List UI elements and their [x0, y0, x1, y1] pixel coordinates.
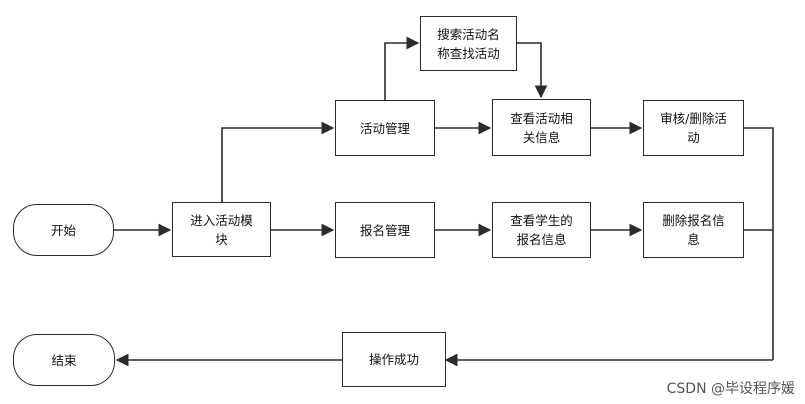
activity-management-node: 活动管理 [335, 100, 435, 156]
start-node: 开始 [13, 204, 114, 256]
view-student-signup-node: 查看学生的 报名信息 [492, 202, 591, 258]
watermark-text: CSDN @毕设程序媛 [666, 381, 795, 397]
search-activity-node: 搜索活动名 称查找活动 [420, 16, 517, 71]
edge-activity-mgmt-to-search [384, 36, 420, 100]
end-node: 结束 [13, 334, 115, 386]
enter-activity-module-node: 进入活动模 块 [172, 202, 271, 257]
view-activity-info-node: 查看活动相 关信息 [492, 99, 591, 156]
operation-success-node: 操作成功 [342, 332, 446, 387]
signup-management-node: 报名管理 [335, 202, 435, 258]
edge-search-to-view-activity [517, 42, 548, 99]
review-delete-activity-node: 审核/删除活 动 [643, 100, 744, 156]
delete-signup-node: 删除报名信 息 [643, 202, 744, 258]
edge-enter-to-activity-mgmt [221, 121, 335, 202]
edge-review-to-rail [744, 127, 774, 360]
